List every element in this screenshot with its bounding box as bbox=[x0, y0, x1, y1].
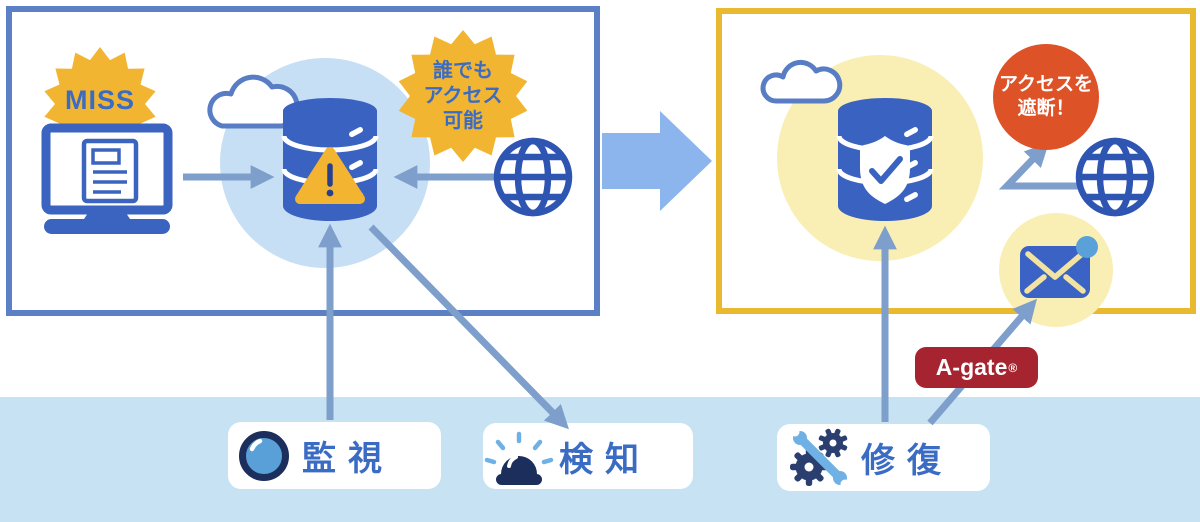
after-box bbox=[716, 8, 1196, 314]
step-label-detect: 検知 bbox=[559, 440, 651, 479]
step-card-detect: 検知 bbox=[483, 423, 693, 489]
transition-arrow bbox=[602, 111, 712, 211]
access-badge-line: アクセス bbox=[423, 85, 503, 107]
access-badge-line: 誰でも bbox=[433, 60, 493, 82]
step-label-monitor: 監視 bbox=[302, 440, 394, 478]
registered-mark: ® bbox=[1008, 360, 1018, 375]
before-box bbox=[6, 6, 600, 316]
block-badge-line: 遮断！ bbox=[1017, 98, 1075, 119]
step-card-repair: 修復 bbox=[777, 424, 990, 491]
step-card-monitor: 監視 bbox=[228, 422, 441, 489]
agate-label: A-gate bbox=[935, 354, 1008, 380]
agate-badge: A-gate® bbox=[915, 347, 1038, 388]
miss-badge-label: MISS bbox=[64, 85, 135, 115]
access-badge-line: 可能 bbox=[443, 110, 483, 132]
access-badge-label: 誰でも アクセス 可能 bbox=[398, 59, 528, 134]
block-access-badge: アクセスを 遮断！ bbox=[993, 44, 1099, 150]
step-label-repair: 修復 bbox=[861, 442, 953, 480]
block-badge-line: アクセスを bbox=[998, 74, 1094, 95]
